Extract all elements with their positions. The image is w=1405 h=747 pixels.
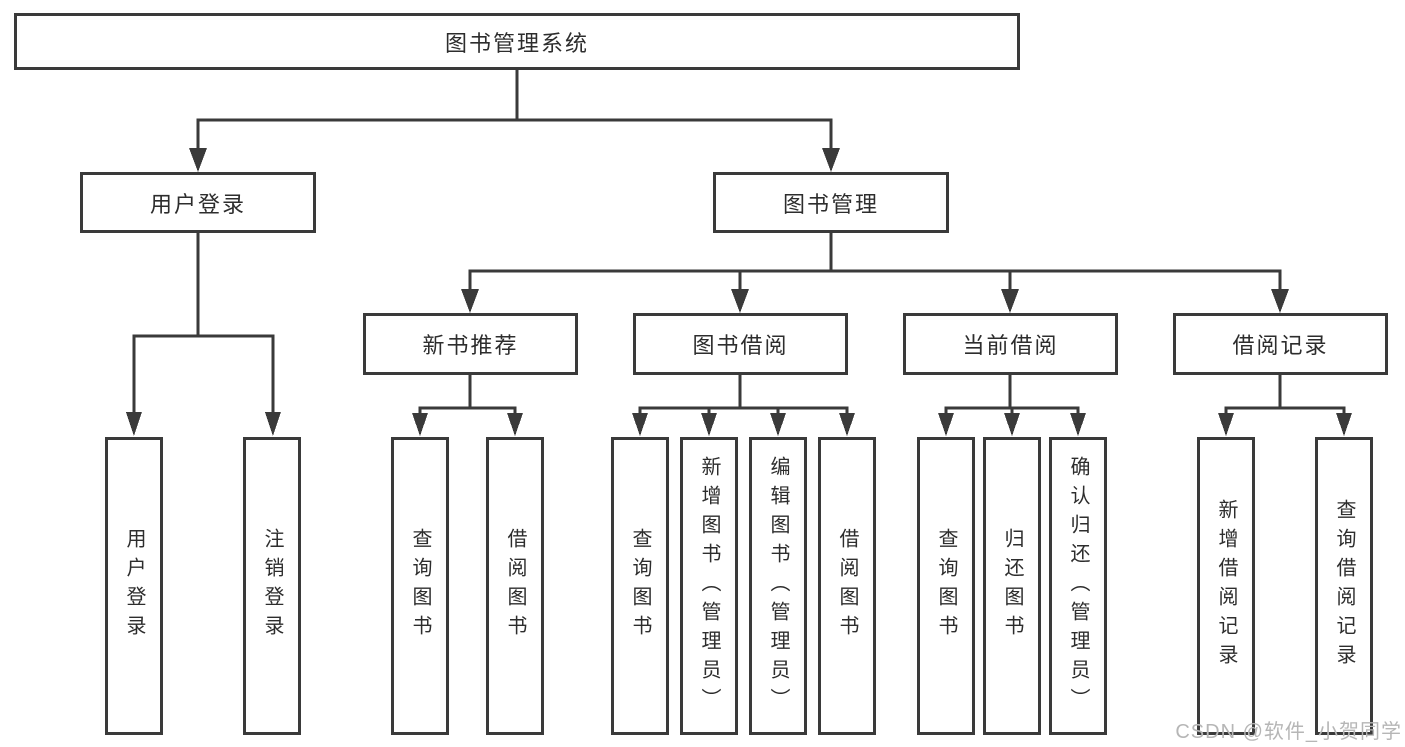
node-label: 新书推荐 [422, 333, 519, 358]
leaf-borrow-books-recommend: 借阅图书 [486, 437, 544, 735]
arrowhead-icon [1070, 413, 1086, 436]
leaf-query-books-current: 查询图书 [917, 437, 975, 735]
node-book-borrowing: 图书借阅 [633, 313, 848, 375]
leaf-query-borrow-record: 查询借阅记录 [1315, 437, 1373, 735]
arrowhead-icon [126, 412, 142, 436]
node-library-system: 图书管理系统 [14, 13, 1020, 70]
node-label: 新增图书（管理员） [698, 455, 720, 717]
node-label: 查询借阅记录 [1333, 499, 1355, 673]
arrowhead-group [126, 148, 1352, 436]
node-label: 图书管理 [782, 191, 879, 217]
node-label: 新增借阅记录 [1215, 499, 1237, 673]
arrowhead-icon [461, 289, 479, 313]
node-label: 用户登录 [123, 528, 145, 644]
node-label: 编辑图书（管理员） [767, 455, 789, 717]
leaf-borrow-books: 借阅图书 [818, 437, 876, 735]
node-label: 借阅记录 [1232, 333, 1329, 358]
arrowhead-icon [632, 413, 648, 436]
watermark: CSDN @软件_小贺同学 [1175, 721, 1402, 743]
arrowhead-icon [1004, 413, 1020, 436]
node-label: 注销登录 [261, 528, 283, 644]
node-label: 查询图书 [629, 528, 651, 644]
node-label: 当前借阅 [962, 333, 1059, 358]
node-label: 图书管理系统 [444, 30, 589, 56]
arrowhead-icon [770, 413, 786, 436]
arrowhead-icon [412, 413, 428, 436]
leaf-add-borrow-record: 新增借阅记录 [1197, 437, 1255, 735]
leaf-query-books-borrow: 查询图书 [611, 437, 669, 735]
node-user-login: 用户登录 [80, 172, 316, 233]
arrowhead-icon [701, 413, 717, 436]
node-label: 用户登录 [149, 191, 246, 217]
arrowhead-icon [265, 412, 281, 436]
arrowhead-icon [1218, 413, 1234, 436]
node-label: 借阅图书 [836, 528, 858, 644]
leaf-user-login: 用户登录 [105, 437, 163, 735]
leaf-edit-book-admin: 编辑图书（管理员） [749, 437, 807, 735]
arrowhead-icon [731, 289, 749, 313]
node-book-management: 图书管理 [713, 172, 949, 233]
node-new-book-recommend: 新书推荐 [363, 313, 578, 375]
node-borrowing-records: 借阅记录 [1173, 313, 1388, 375]
arrowhead-icon [822, 148, 840, 172]
arrowhead-icon [1336, 413, 1352, 436]
arrowhead-icon [1001, 289, 1019, 313]
node-label: 确认归还（管理员） [1067, 455, 1089, 717]
leaf-return-book: 归还图书 [983, 437, 1041, 735]
leaf-add-book-admin: 新增图书（管理员） [680, 437, 738, 735]
node-label: 借阅图书 [504, 528, 526, 644]
node-label: 查询图书 [935, 528, 957, 644]
arrowhead-icon [189, 148, 207, 172]
leaf-confirm-return-admin: 确认归还（管理员） [1049, 437, 1107, 735]
arrowhead-icon [938, 413, 954, 436]
node-label: 图书借阅 [692, 333, 789, 358]
node-current-borrowing: 当前借阅 [903, 313, 1118, 375]
arrowhead-icon [507, 413, 523, 436]
leaf-logout: 注销登录 [243, 437, 301, 735]
arrowhead-icon [1271, 289, 1289, 313]
node-label: 查询图书 [409, 528, 431, 644]
arrowhead-icon [839, 413, 855, 436]
leaf-query-books-recommend: 查询图书 [391, 437, 449, 735]
node-label: 归还图书 [1001, 528, 1023, 644]
